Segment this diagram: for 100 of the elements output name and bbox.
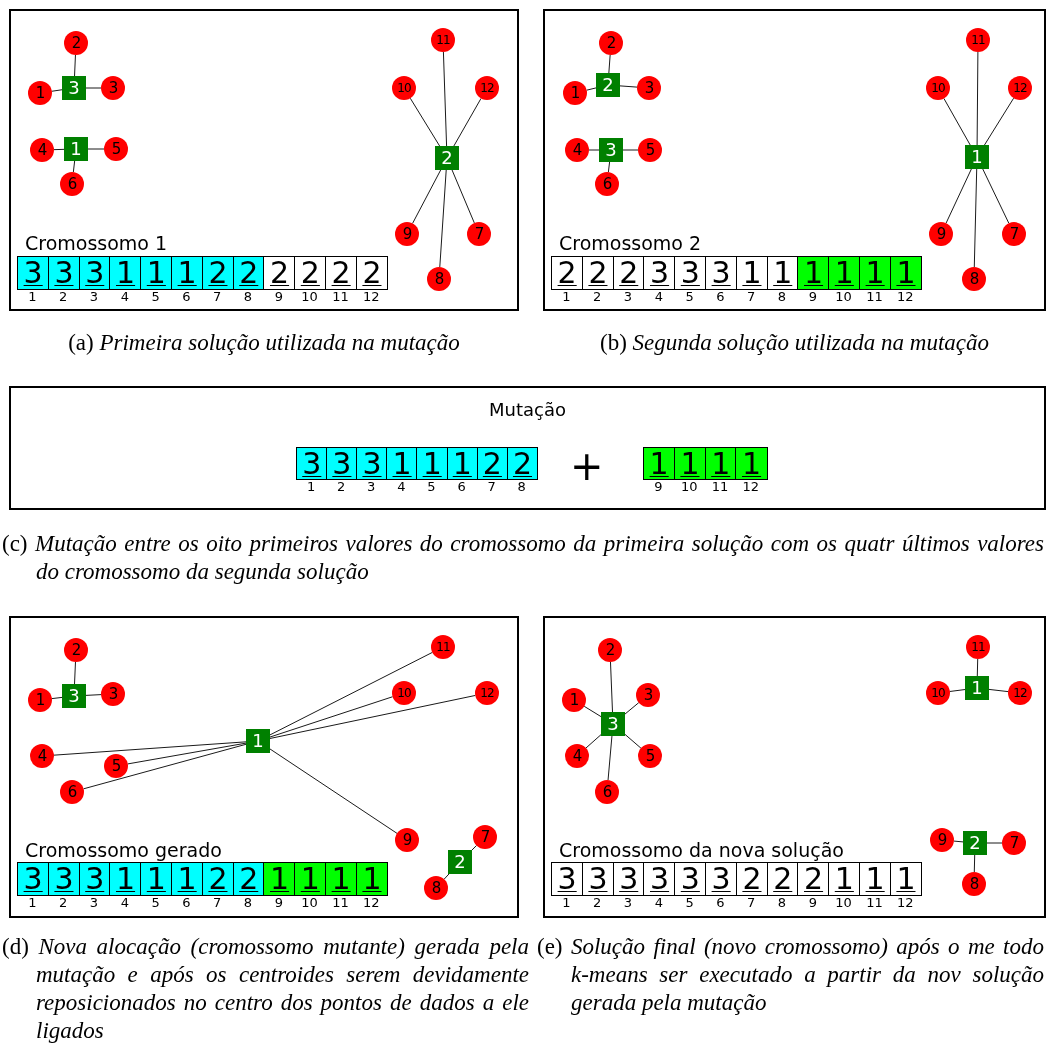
gene-index: 1 xyxy=(27,896,38,910)
data-point-circle: 10 xyxy=(392,681,416,705)
link-line xyxy=(51,89,63,92)
data-point-circle: 10 xyxy=(926,681,950,705)
data-point-circle: 7 xyxy=(1002,831,1026,855)
gene-index: 3 xyxy=(88,290,100,304)
gene-index: 8 xyxy=(776,290,788,304)
gene-cell: 2 xyxy=(766,862,799,896)
gene-index: 6 xyxy=(456,480,467,494)
link-line xyxy=(973,854,976,873)
gene-cell: 3 xyxy=(78,862,111,896)
gene-cell: 2 xyxy=(294,256,327,290)
data-point-circle: 6 xyxy=(595,780,619,804)
gene-index: 10 xyxy=(834,896,853,910)
gene-cell: 1 xyxy=(704,447,737,480)
gene-index: 7 xyxy=(212,896,223,910)
gene-index: 12 xyxy=(895,290,915,304)
gene-cell: 1 xyxy=(386,447,418,480)
link-line xyxy=(607,735,613,781)
data-point-circle: 6 xyxy=(595,172,619,196)
data-point-circle: 3 xyxy=(101,682,125,706)
data-point-circle: 9 xyxy=(395,222,419,246)
link-line xyxy=(588,149,600,151)
data-point-circle: 4 xyxy=(30,138,54,162)
gene-index: 5 xyxy=(150,290,161,304)
link-line xyxy=(988,688,1009,693)
gene-index: 3 xyxy=(88,896,100,910)
data-point-circle: 11 xyxy=(966,28,990,52)
gene-cell: 1 xyxy=(766,256,799,290)
data-point-circle: 8 xyxy=(962,872,986,896)
link-line xyxy=(442,51,448,147)
gene-index: 6 xyxy=(181,290,192,304)
data-point-circle: 9 xyxy=(930,828,954,852)
data-point-circle: 3 xyxy=(101,76,125,100)
link-line xyxy=(412,169,442,224)
link-line xyxy=(451,169,475,224)
gene-cell: 1 xyxy=(797,256,830,290)
gene-index: 4 xyxy=(119,896,130,910)
gene-index: 2 xyxy=(592,896,603,910)
gene-cell: 3 xyxy=(643,862,676,896)
data-point-circle: 2 xyxy=(599,31,623,55)
gene-cell: 1 xyxy=(355,862,389,896)
link-line xyxy=(984,97,1015,146)
centroid-square: 2 xyxy=(448,850,472,874)
gene-cell: 3 xyxy=(17,256,50,290)
data-point-circle: 5 xyxy=(104,754,128,778)
gene-index: 6 xyxy=(715,290,726,304)
gene-index: 10 xyxy=(300,896,319,910)
gene-cell: 1 xyxy=(140,256,173,290)
gene-cell: 1 xyxy=(859,862,892,896)
data-point-circle: 12 xyxy=(1008,681,1032,705)
gene-index: 9 xyxy=(807,290,818,304)
gene-cell: 1 xyxy=(446,447,479,480)
gene-cell: 3 xyxy=(612,862,645,896)
centroid-square: 1 xyxy=(965,145,989,169)
data-point-circle: 1 xyxy=(562,688,586,712)
data-point-circle: 2 xyxy=(64,638,88,662)
gene-index: 4 xyxy=(653,896,664,910)
gene-index: 11 xyxy=(331,896,350,910)
panel-heading: Cromossomo 2 xyxy=(559,233,702,253)
gene-index: 10 xyxy=(834,290,853,304)
gene-index: 8 xyxy=(242,896,254,910)
data-point-circle: 8 xyxy=(962,267,986,291)
gene-cell: 3 xyxy=(356,447,388,480)
gene-cell: 3 xyxy=(643,256,676,290)
link-line xyxy=(53,148,65,151)
link-line xyxy=(586,87,597,91)
gene-index: 7 xyxy=(746,290,757,304)
data-point-circle: 5 xyxy=(638,744,662,768)
gene-index: 2 xyxy=(592,290,603,304)
link-line xyxy=(74,661,76,685)
centroid-square: 1 xyxy=(965,676,989,700)
gene-cell: 3 xyxy=(296,447,328,480)
link-line xyxy=(624,702,640,715)
gene-cell: 1 xyxy=(889,256,923,290)
subfigure-caption: (d) Nova alocação (cromossomo mutante) gerada pela mutação e após os centroides serem devidamente reposicionados no centro dos pontos de dados a ele ligados xyxy=(2,933,529,1045)
gene-cell: 2 xyxy=(355,256,389,290)
gene-index: 5 xyxy=(684,896,695,910)
link-line xyxy=(51,696,63,700)
link-line xyxy=(453,97,482,147)
data-point-circle: 10 xyxy=(392,76,416,100)
link-line xyxy=(74,54,76,77)
gene-index: 11 xyxy=(865,290,884,304)
link-line xyxy=(622,149,639,151)
centroid-square: 1 xyxy=(246,729,270,753)
link-line xyxy=(471,845,477,851)
gene-cell: 2 xyxy=(325,256,358,290)
gene-index: 3 xyxy=(622,896,634,910)
gene-cell: 1 xyxy=(828,862,861,896)
gene-cell: 1 xyxy=(263,862,296,896)
gene-index: 9 xyxy=(273,896,284,910)
data-point-circle: 11 xyxy=(431,28,455,52)
data-point-circle: 11 xyxy=(431,635,455,659)
data-point-circle: 2 xyxy=(64,31,88,55)
gene-cell: 2 xyxy=(797,862,830,896)
centroid-square: 2 xyxy=(596,73,620,97)
data-point-circle: 7 xyxy=(467,222,491,246)
link-line xyxy=(976,658,979,677)
gene-cell: 2 xyxy=(476,447,509,480)
gene-cell: 2 xyxy=(232,862,265,896)
